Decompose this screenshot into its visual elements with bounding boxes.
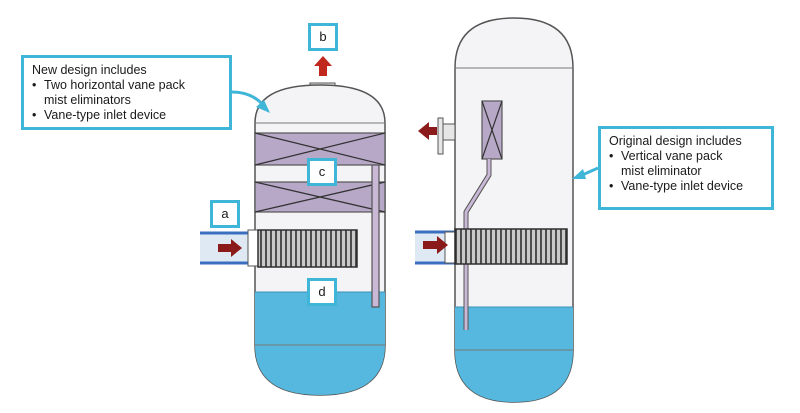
original-gas-outlet-flange [437,117,444,155]
original-liquid-level [455,307,573,402]
flow-arrow-icon [314,56,332,76]
new-design-callout: New design includes Two horizontal vane … [21,55,232,130]
original-design-item-1-line-2: mist eliminator [621,164,702,178]
original-design-item-2-line-1: Vane-type inlet device [621,179,744,193]
original-design-item-1: Vertical vane pack mist eliminator [609,149,763,179]
label-d: d [307,278,337,306]
new-design-heading: New design includes [32,63,147,77]
new-design-item-1-line-2: mist eliminators [44,93,131,107]
new-inlet-device-icon [257,229,358,268]
flow-arrow-icon [418,122,437,140]
new-design-item-1-line-1: Two horizontal vane pack [44,78,186,92]
label-a: a [210,200,240,228]
label-b: b [308,23,338,51]
new-design-leader-arrow [231,90,266,108]
original-design-callout: Original design includes Vertical vane p… [598,126,774,210]
new-liquid-level [255,292,385,395]
original-inlet-device-icon [454,228,568,265]
new-design-item-2-line-1: Vane-type inlet device [44,108,167,122]
label-c: c [307,158,337,186]
new-design-item-2: Vane-type inlet device [32,108,221,123]
new-drain-pipe [371,164,380,308]
new-separator-vessel [200,82,386,396]
original-design-item-2: Vane-type inlet device [609,179,763,194]
new-design-item-1: Two horizontal vane pack mist eliminator… [32,78,221,108]
original-design-heading: Original design includes [609,134,742,148]
lower-horizontal-vane-pack-icon [254,181,386,213]
flow-arrow-icon [423,236,448,254]
original-design-list: Vertical vane pack mist eliminator Vane-… [609,149,763,194]
original-design-leader-arrowhead [572,169,586,179]
flow-arrow-icon [218,239,242,257]
new-design-list: Two horizontal vane pack mist eliminator… [32,78,221,123]
original-design-item-1-line-1: Vertical vane pack [621,149,723,163]
original-inlet-pipe [415,230,456,265]
original-separator-vessel [415,17,574,403]
new-design-leader-arrowhead [256,100,270,113]
